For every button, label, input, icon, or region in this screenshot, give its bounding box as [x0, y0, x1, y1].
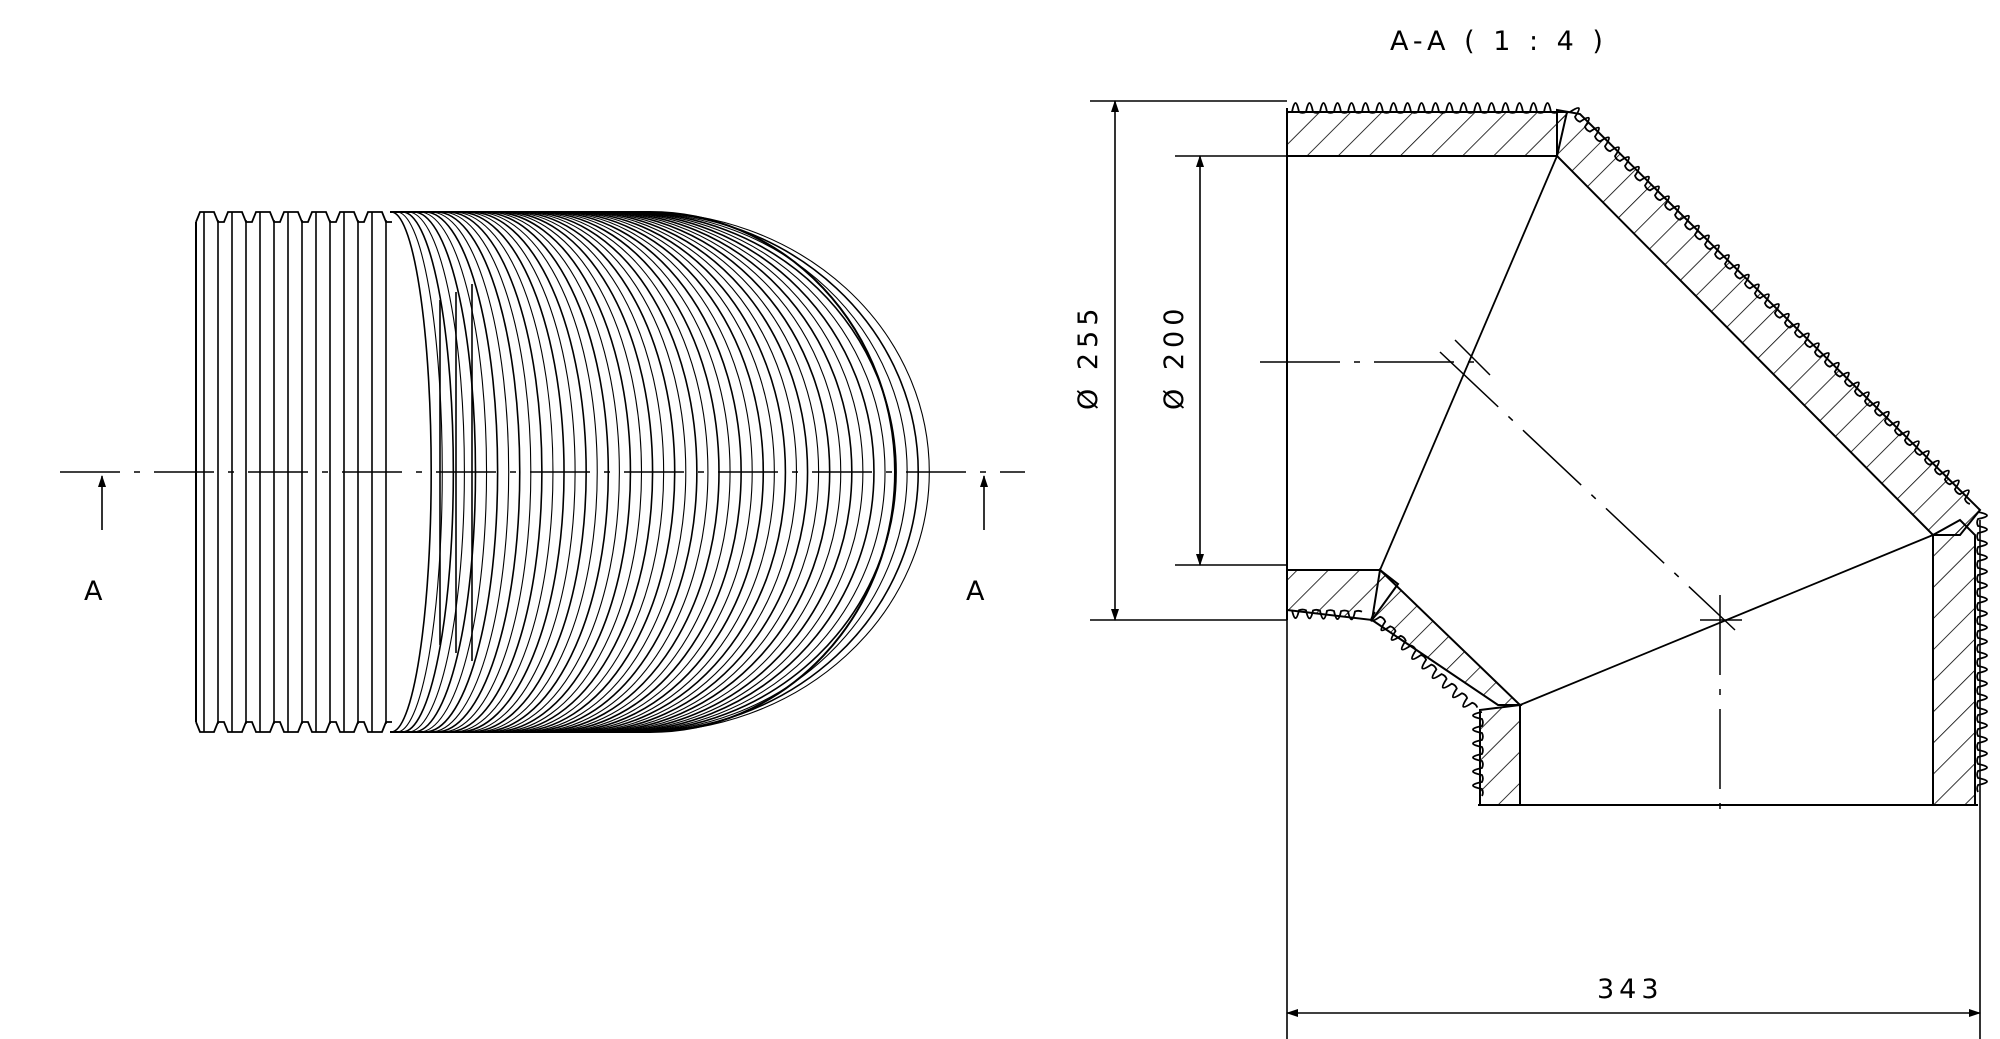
dim-inner-diameter: Ø 200	[1159, 304, 1190, 410]
rib-curve	[531, 211, 709, 733]
wall-top	[1286, 111, 1569, 157]
rib-curve	[571, 211, 787, 733]
rib-curve	[391, 211, 432, 733]
wall-outer-diagonal	[1556, 108, 1982, 536]
corrugation-bottom-left	[1291, 608, 1363, 621]
collar-top-profile	[195, 211, 392, 223]
collar-bottom-profile	[195, 721, 392, 733]
section-view	[1090, 100, 1988, 1039]
rib-curve	[436, 211, 521, 733]
dim-length: 343	[1597, 974, 1664, 1005]
rib-curve	[627, 211, 897, 733]
rib-curve	[486, 211, 620, 733]
axis-cross-1	[1454, 339, 1491, 376]
corrugation-top	[1291, 102, 1559, 114]
elbow-outline	[390, 211, 896, 733]
rib-curve	[475, 211, 598, 733]
corrugation-right	[1976, 511, 1988, 793]
rib-curve	[520, 211, 687, 733]
rib-curve	[616, 211, 875, 733]
wall-bottom	[1479, 703, 1521, 806]
rib-curve	[621, 211, 886, 733]
axis-diagonal	[1439, 351, 1736, 631]
section-title: A-A ( 1 : 4 )	[1390, 26, 1608, 57]
wall-inner-diagonal	[1370, 567, 1523, 706]
corrugation-outer	[1569, 107, 1971, 505]
rib-curve	[582, 211, 809, 733]
elbow-side-view	[60, 211, 1025, 733]
section-marker-right: A	[966, 576, 989, 607]
rib-curve	[526, 211, 698, 733]
corrugation-inner	[1370, 611, 1479, 708]
rib-curve	[424, 211, 499, 733]
section-marker-left: A	[84, 576, 107, 607]
wall-right	[1932, 518, 1976, 806]
dim-outer-diameter: Ø 255	[1073, 304, 1104, 410]
rib-curve	[430, 211, 510, 733]
corrugation-bottom	[1472, 711, 1484, 797]
joint-line-1	[1379, 155, 1558, 571]
